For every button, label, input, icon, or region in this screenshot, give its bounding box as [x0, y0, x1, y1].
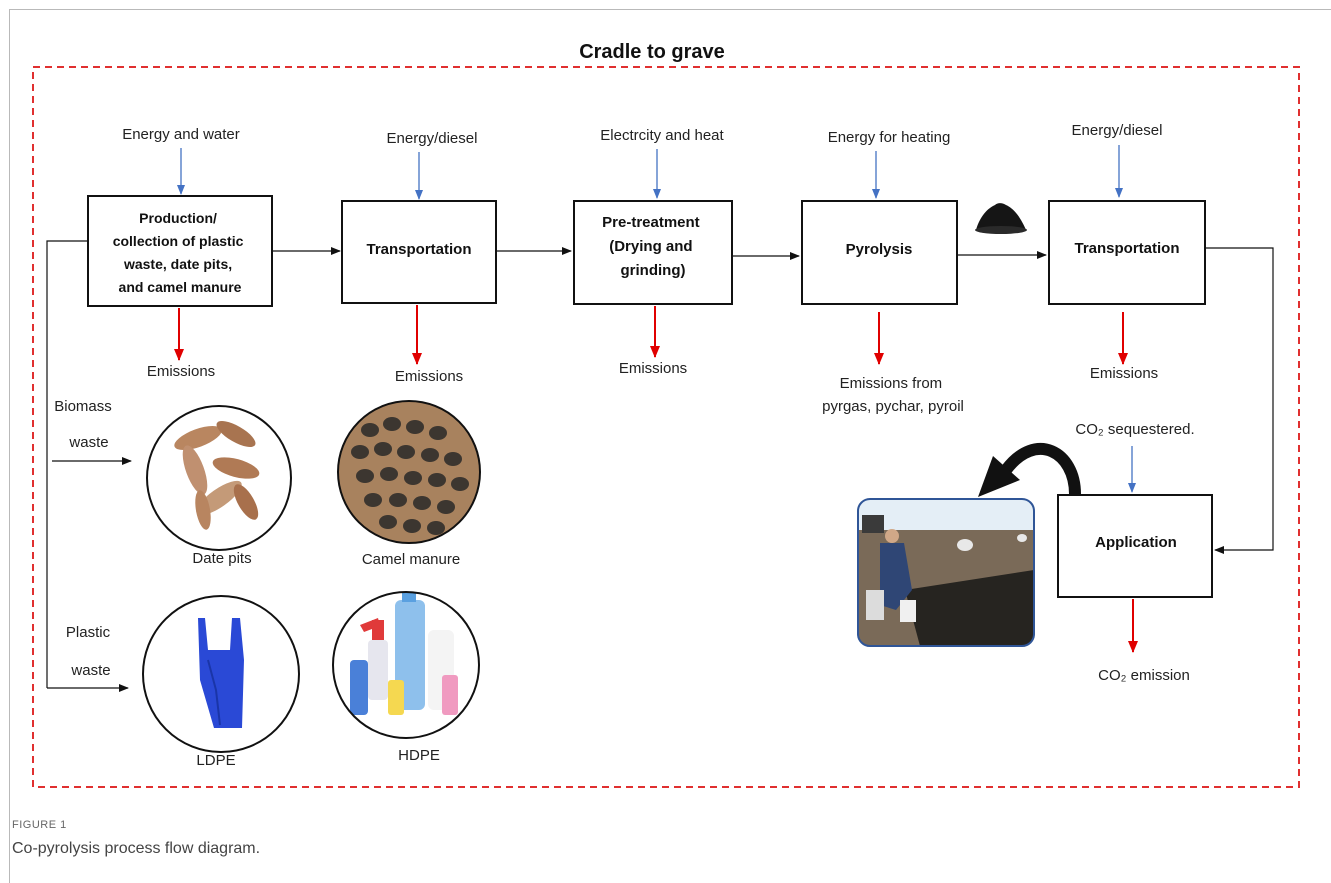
date-pits-image: [146, 405, 292, 551]
stage-pretreatment-line-2: (Drying and: [609, 238, 692, 255]
output-production: Emissions: [147, 363, 215, 380]
camel-manure-image: [337, 400, 481, 544]
output-pretreatment: Emissions: [619, 360, 687, 377]
feedstock-branch-line: [46, 240, 87, 688]
biochar-pile-icon: [975, 203, 1027, 234]
input-application: CO₂ sequestered.: [1075, 421, 1194, 438]
stage-pyrolysis-label: Pyrolysis: [846, 241, 913, 258]
process-diagram: Cradle to grave Production/ collection o…: [32, 41, 1300, 788]
return-curve-arrow: [978, 443, 1081, 497]
input-transport-1: Energy/diesel: [387, 130, 478, 147]
output-application: CO₂ emission: [1098, 667, 1190, 684]
figure-caption: Co-pyrolysis process flow diagram.: [12, 840, 261, 857]
biomass-label-line-1: Biomass: [54, 398, 112, 415]
stage-transport-1-label: Transportation: [366, 241, 471, 258]
output-pyrolysis-line-1: Emissions from: [840, 375, 943, 392]
camel-manure-label: Camel manure: [362, 551, 460, 568]
stage-transport-2-label: Transportation: [1074, 240, 1179, 257]
cradle-to-grave-boundary: [32, 66, 1300, 788]
stage-application: Application: [1057, 494, 1213, 598]
diagram-title: Cradle to grave: [579, 41, 725, 63]
stage-production-label: Production/ collection of plastic waste,…: [113, 210, 248, 295]
output-pyrolysis-line-2: pyrgas, pychar, pyroil: [822, 398, 964, 415]
ldpe-image: [142, 595, 300, 753]
stage-production-line-4: and camel manure: [119, 279, 242, 295]
input-transport-2: Energy/diesel: [1072, 122, 1163, 139]
hdpe-image: [332, 591, 480, 739]
figure-frame: [9, 9, 1331, 883]
input-pyrolysis: Energy for heating: [828, 129, 951, 146]
input-production: Energy and water: [122, 126, 240, 143]
flow-arrow-5: [1206, 247, 1274, 554]
stage-transport-2: Transportation: [1048, 200, 1206, 305]
stage-pretreatment: Pre-treatment (Drying and grinding): [573, 200, 733, 305]
figure-label: FIGURE 1: [12, 819, 67, 831]
plastic-label-line-2: waste: [70, 662, 110, 679]
output-pyrolysis: Emissions from pyrgas, pychar, pyroil: [822, 375, 964, 415]
ldpe-label: LDPE: [196, 752, 235, 769]
output-transport-2: Emissions: [1090, 365, 1158, 382]
stage-pretreatment-line-3: grinding): [621, 262, 686, 279]
stage-production: Production/ collection of plastic waste,…: [87, 195, 273, 307]
stage-application-label: Application: [1095, 534, 1177, 551]
field-application-photo: [857, 498, 1035, 647]
stage-transport-1: Transportation: [341, 200, 497, 304]
stage-pretreatment-label: Pre-treatment (Drying and grinding): [602, 214, 704, 279]
input-pretreatment: Electrcity and heat: [600, 127, 724, 144]
stage-production-line-1: Production/: [139, 210, 217, 226]
stage-pyrolysis: Pyrolysis: [801, 200, 958, 305]
plastic-label-line-1: Plastic: [66, 624, 111, 641]
output-transport-1: Emissions: [395, 368, 463, 385]
biomass-label-line-2: waste: [68, 434, 108, 451]
stage-pretreatment-line-1: Pre-treatment: [602, 214, 700, 231]
date-pits-label: Date pits: [192, 550, 251, 567]
stage-production-line-3: waste, date pits,: [123, 256, 232, 272]
stage-production-line-2: collection of plastic: [113, 233, 244, 249]
hdpe-label: HDPE: [398, 747, 440, 764]
